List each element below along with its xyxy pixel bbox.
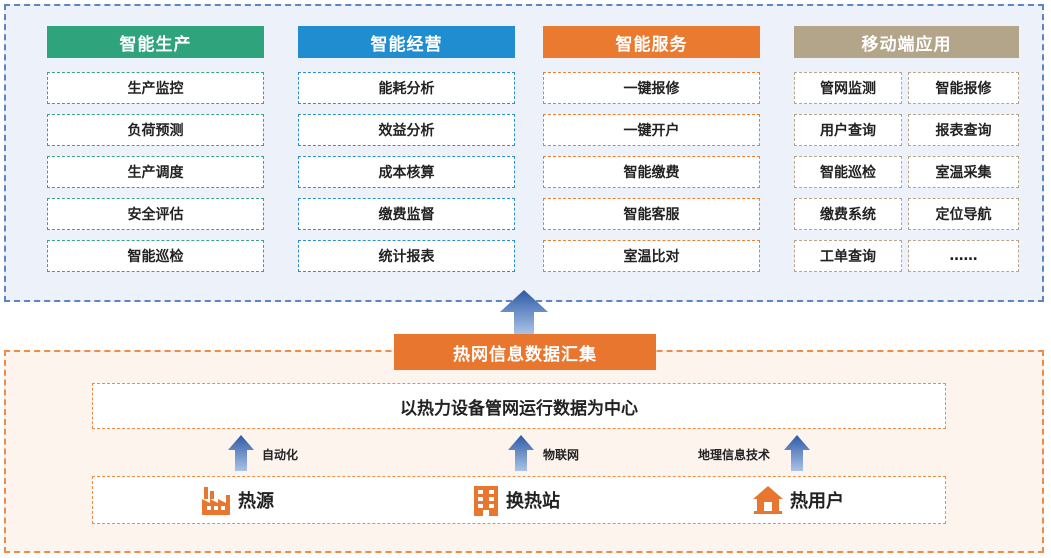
mobile-item: ……: [908, 240, 1019, 272]
column-header-production: 智能生产: [47, 26, 264, 58]
data-hub-label: 热网信息数据汇集: [394, 334, 656, 370]
source-exchange-station: 换热站: [472, 484, 560, 516]
operation-item: 统计报表: [298, 240, 515, 272]
operation-item: 成本核算: [298, 156, 515, 188]
production-item: 生产调度: [47, 156, 264, 188]
mobile-item: 室温采集: [908, 156, 1019, 188]
source-heat-plant: 热源: [200, 484, 274, 516]
mobile-item: 管网监测: [794, 72, 902, 104]
tech-label-iot: 物联网: [543, 448, 580, 462]
production-item: 生产监控: [47, 72, 264, 104]
mobile-item: 缴费系统: [794, 198, 902, 230]
source-label: 换热站: [506, 491, 560, 512]
up-arrow-icon: [500, 290, 548, 334]
service-item: 智能客服: [543, 198, 760, 230]
operation-item: 缴费监督: [298, 198, 515, 230]
house-icon: [753, 486, 783, 514]
up-arrow-icon: [228, 435, 254, 471]
production-item: 负荷预测: [47, 114, 264, 146]
data-center-box: 以热力设备管网运行数据为中心: [92, 383, 946, 429]
column-header-service: 智能服务: [543, 26, 760, 58]
service-item: 一键开户: [543, 114, 760, 146]
column-header-operation: 智能经营: [298, 26, 515, 58]
operation-item: 效益分析: [298, 114, 515, 146]
mobile-item: 智能巡检: [794, 156, 902, 188]
source-label: 热用户: [790, 491, 844, 512]
operation-item: 能耗分析: [298, 72, 515, 104]
service-item: 智能缴费: [543, 156, 760, 188]
service-item: 室温比对: [543, 240, 760, 272]
mobile-item: 定位导航: [908, 198, 1019, 230]
source-label: 热源: [238, 491, 274, 512]
column-header-mobile: 移动端应用: [794, 26, 1019, 58]
source-box: [92, 476, 946, 524]
building-icon: [474, 486, 498, 516]
production-item: 安全评估: [47, 198, 264, 230]
up-arrow-icon: [784, 435, 810, 471]
mobile-item: 用户查询: [794, 114, 902, 146]
mobile-item: 智能报修: [908, 72, 1019, 104]
tech-label-automation: 自动化: [262, 448, 299, 462]
service-item: 一键报修: [543, 72, 760, 104]
tech-label-gis: 地理信息技术: [698, 448, 771, 462]
up-arrow-icon: [508, 435, 534, 471]
mobile-item: 工单查询: [794, 240, 902, 272]
source-heat-user: 热用户: [752, 484, 844, 516]
mobile-item: 报表查询: [908, 114, 1019, 146]
production-item: 智能巡检: [47, 240, 264, 272]
factory-icon: [202, 487, 230, 515]
